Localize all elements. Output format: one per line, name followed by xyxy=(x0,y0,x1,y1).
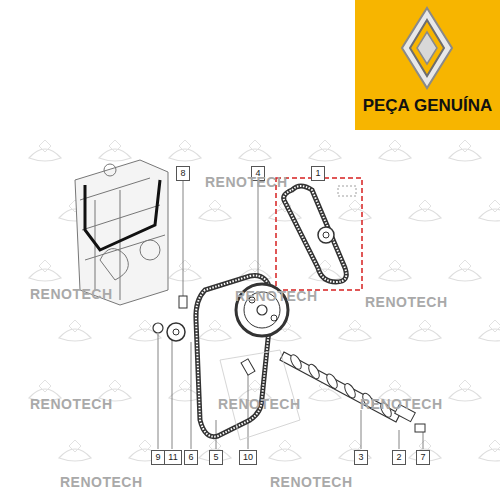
callout-text: 8 xyxy=(180,168,185,179)
callout-number: 8 xyxy=(176,166,189,181)
watermark-logo xyxy=(29,260,61,281)
kit-belt xyxy=(284,186,347,282)
watermark-logo xyxy=(309,140,341,161)
watermark-logo xyxy=(59,320,91,341)
renault-logo xyxy=(402,8,452,88)
callout-text: 7 xyxy=(420,452,425,463)
watermark-text: RENOTECH xyxy=(235,288,318,304)
callout-number: 7 xyxy=(416,450,429,465)
watermark-logo xyxy=(99,140,131,161)
callout-text: 10 xyxy=(243,452,253,463)
camshaft xyxy=(280,352,425,432)
watermark-logo xyxy=(449,140,481,161)
callout-number: 6 xyxy=(184,450,197,465)
callout-text: 6 xyxy=(188,452,193,463)
callout-number: 3 xyxy=(354,450,367,465)
cam-lobe xyxy=(289,353,304,371)
kit-frame xyxy=(276,178,362,290)
watermark-text: RENOTECH xyxy=(30,396,113,412)
callout-number: 10 xyxy=(239,450,257,465)
watermark-logo xyxy=(449,260,481,281)
watermark-text: RENOTECH xyxy=(218,396,301,412)
watermark-logo xyxy=(199,200,231,221)
brand-label: PEÇA GENUÍNA xyxy=(355,96,500,116)
watermark-text: RENOTECH xyxy=(60,474,143,490)
callout-number: 2 xyxy=(392,450,405,465)
cam-lobe xyxy=(307,363,322,381)
watermark-text: RENOTECH xyxy=(270,474,353,490)
callout-text: 11 xyxy=(168,452,177,463)
engine-block xyxy=(75,160,168,305)
callout-text: 9 xyxy=(155,452,160,463)
frame-tag xyxy=(338,186,356,196)
watermark-text: RENOTECH xyxy=(365,294,448,310)
callout-number: 11 xyxy=(164,450,181,465)
watermark-text: RENOTECH xyxy=(360,396,443,412)
watermark-logo xyxy=(479,440,500,461)
watermark-text: RENOTECH xyxy=(205,174,288,190)
cam-lobe xyxy=(325,372,340,390)
cover-outline xyxy=(220,350,300,440)
watermark-logo xyxy=(269,440,301,461)
watermark-logo xyxy=(479,200,500,221)
watermark-logo xyxy=(339,320,371,341)
watermark-logo xyxy=(169,140,201,161)
callout-text: 5 xyxy=(213,452,218,463)
callout-number: 1 xyxy=(311,166,324,181)
watermark-logo xyxy=(239,140,271,161)
watermark-logo xyxy=(379,260,411,281)
brand-text: PEÇA GENUÍNA xyxy=(355,96,500,116)
watermark-text: RENOTECH xyxy=(30,286,113,302)
watermark-logo xyxy=(449,380,481,401)
watermark-logo xyxy=(409,200,441,221)
watermark-logo xyxy=(409,320,441,341)
callout-number: 9 xyxy=(151,450,164,465)
brand-panel xyxy=(355,0,500,130)
watermark-logos xyxy=(29,140,500,461)
callout-text: 1 xyxy=(315,168,320,179)
callout-text: 2 xyxy=(396,452,401,463)
watermark-logo xyxy=(169,260,201,281)
watermark-logo xyxy=(59,440,91,461)
watermark-logo xyxy=(29,140,61,161)
cam-lobe xyxy=(343,382,358,400)
callout-number: 5 xyxy=(209,450,222,465)
rollers xyxy=(153,296,255,375)
watermark-logo xyxy=(479,320,500,341)
watermark-logo xyxy=(379,140,411,161)
watermark-logo xyxy=(199,320,231,341)
callout-text: 3 xyxy=(358,452,363,463)
watermark-logo xyxy=(339,200,371,221)
